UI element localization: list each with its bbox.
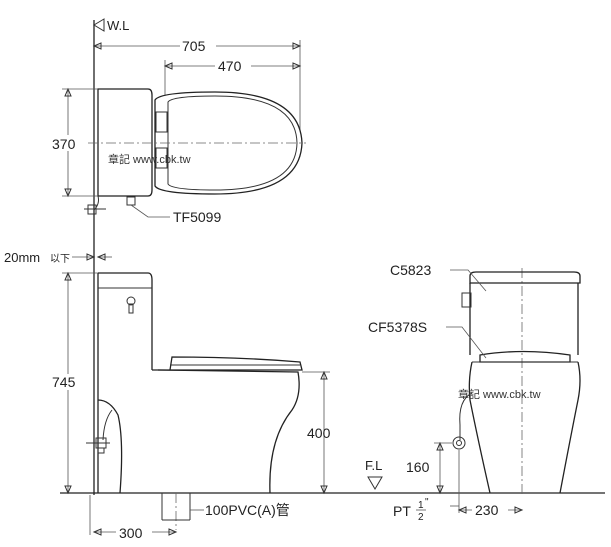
dim-470: 470: [218, 58, 242, 74]
front-view: C5823 CF5378S 章記 www.cbk.tw 160 PT 1 2 "…: [368, 262, 581, 523]
dim-370: 370: [52, 136, 76, 152]
watermark-top: 章記 www.cbk.tw: [108, 152, 191, 166]
dim-20mm-suffix: 以下: [50, 254, 70, 265]
dim-20mm: 20mm: [4, 250, 40, 265]
dim-230: 230: [475, 502, 499, 518]
pt-numerator: 1: [418, 500, 424, 511]
dim-705: 705: [182, 38, 206, 54]
side-view: 745 400 100PVC(A)管 300: [50, 271, 605, 541]
dim-745: 745: [52, 374, 76, 390]
floor-line-label: F.L: [365, 458, 382, 473]
dim-400: 400: [307, 425, 331, 441]
wall-line-label: W.L: [107, 18, 129, 33]
watermark-side: 章記 www.cbk.tw: [458, 387, 541, 401]
pipe-label: 100PVC(A)管: [205, 502, 290, 518]
top-view: 705 470 370 TF5099 章記 www.cbk: [50, 37, 306, 225]
pt-denominator: 2: [418, 512, 424, 523]
floor-line-mark: F.L: [365, 458, 383, 490]
pt-label: PT: [393, 503, 411, 519]
dim-160: 160: [406, 459, 430, 475]
part-cf5378s-label: CF5378S: [368, 319, 427, 335]
gap-20mm: 20mm 以下: [4, 250, 112, 265]
part-tf5099-label: TF5099: [173, 209, 221, 225]
part-c5823-label: C5823: [390, 262, 431, 278]
dim-300: 300: [119, 525, 143, 541]
wall-line: W.L: [89, 18, 129, 535]
pt-inch-mark: ": [425, 497, 429, 508]
